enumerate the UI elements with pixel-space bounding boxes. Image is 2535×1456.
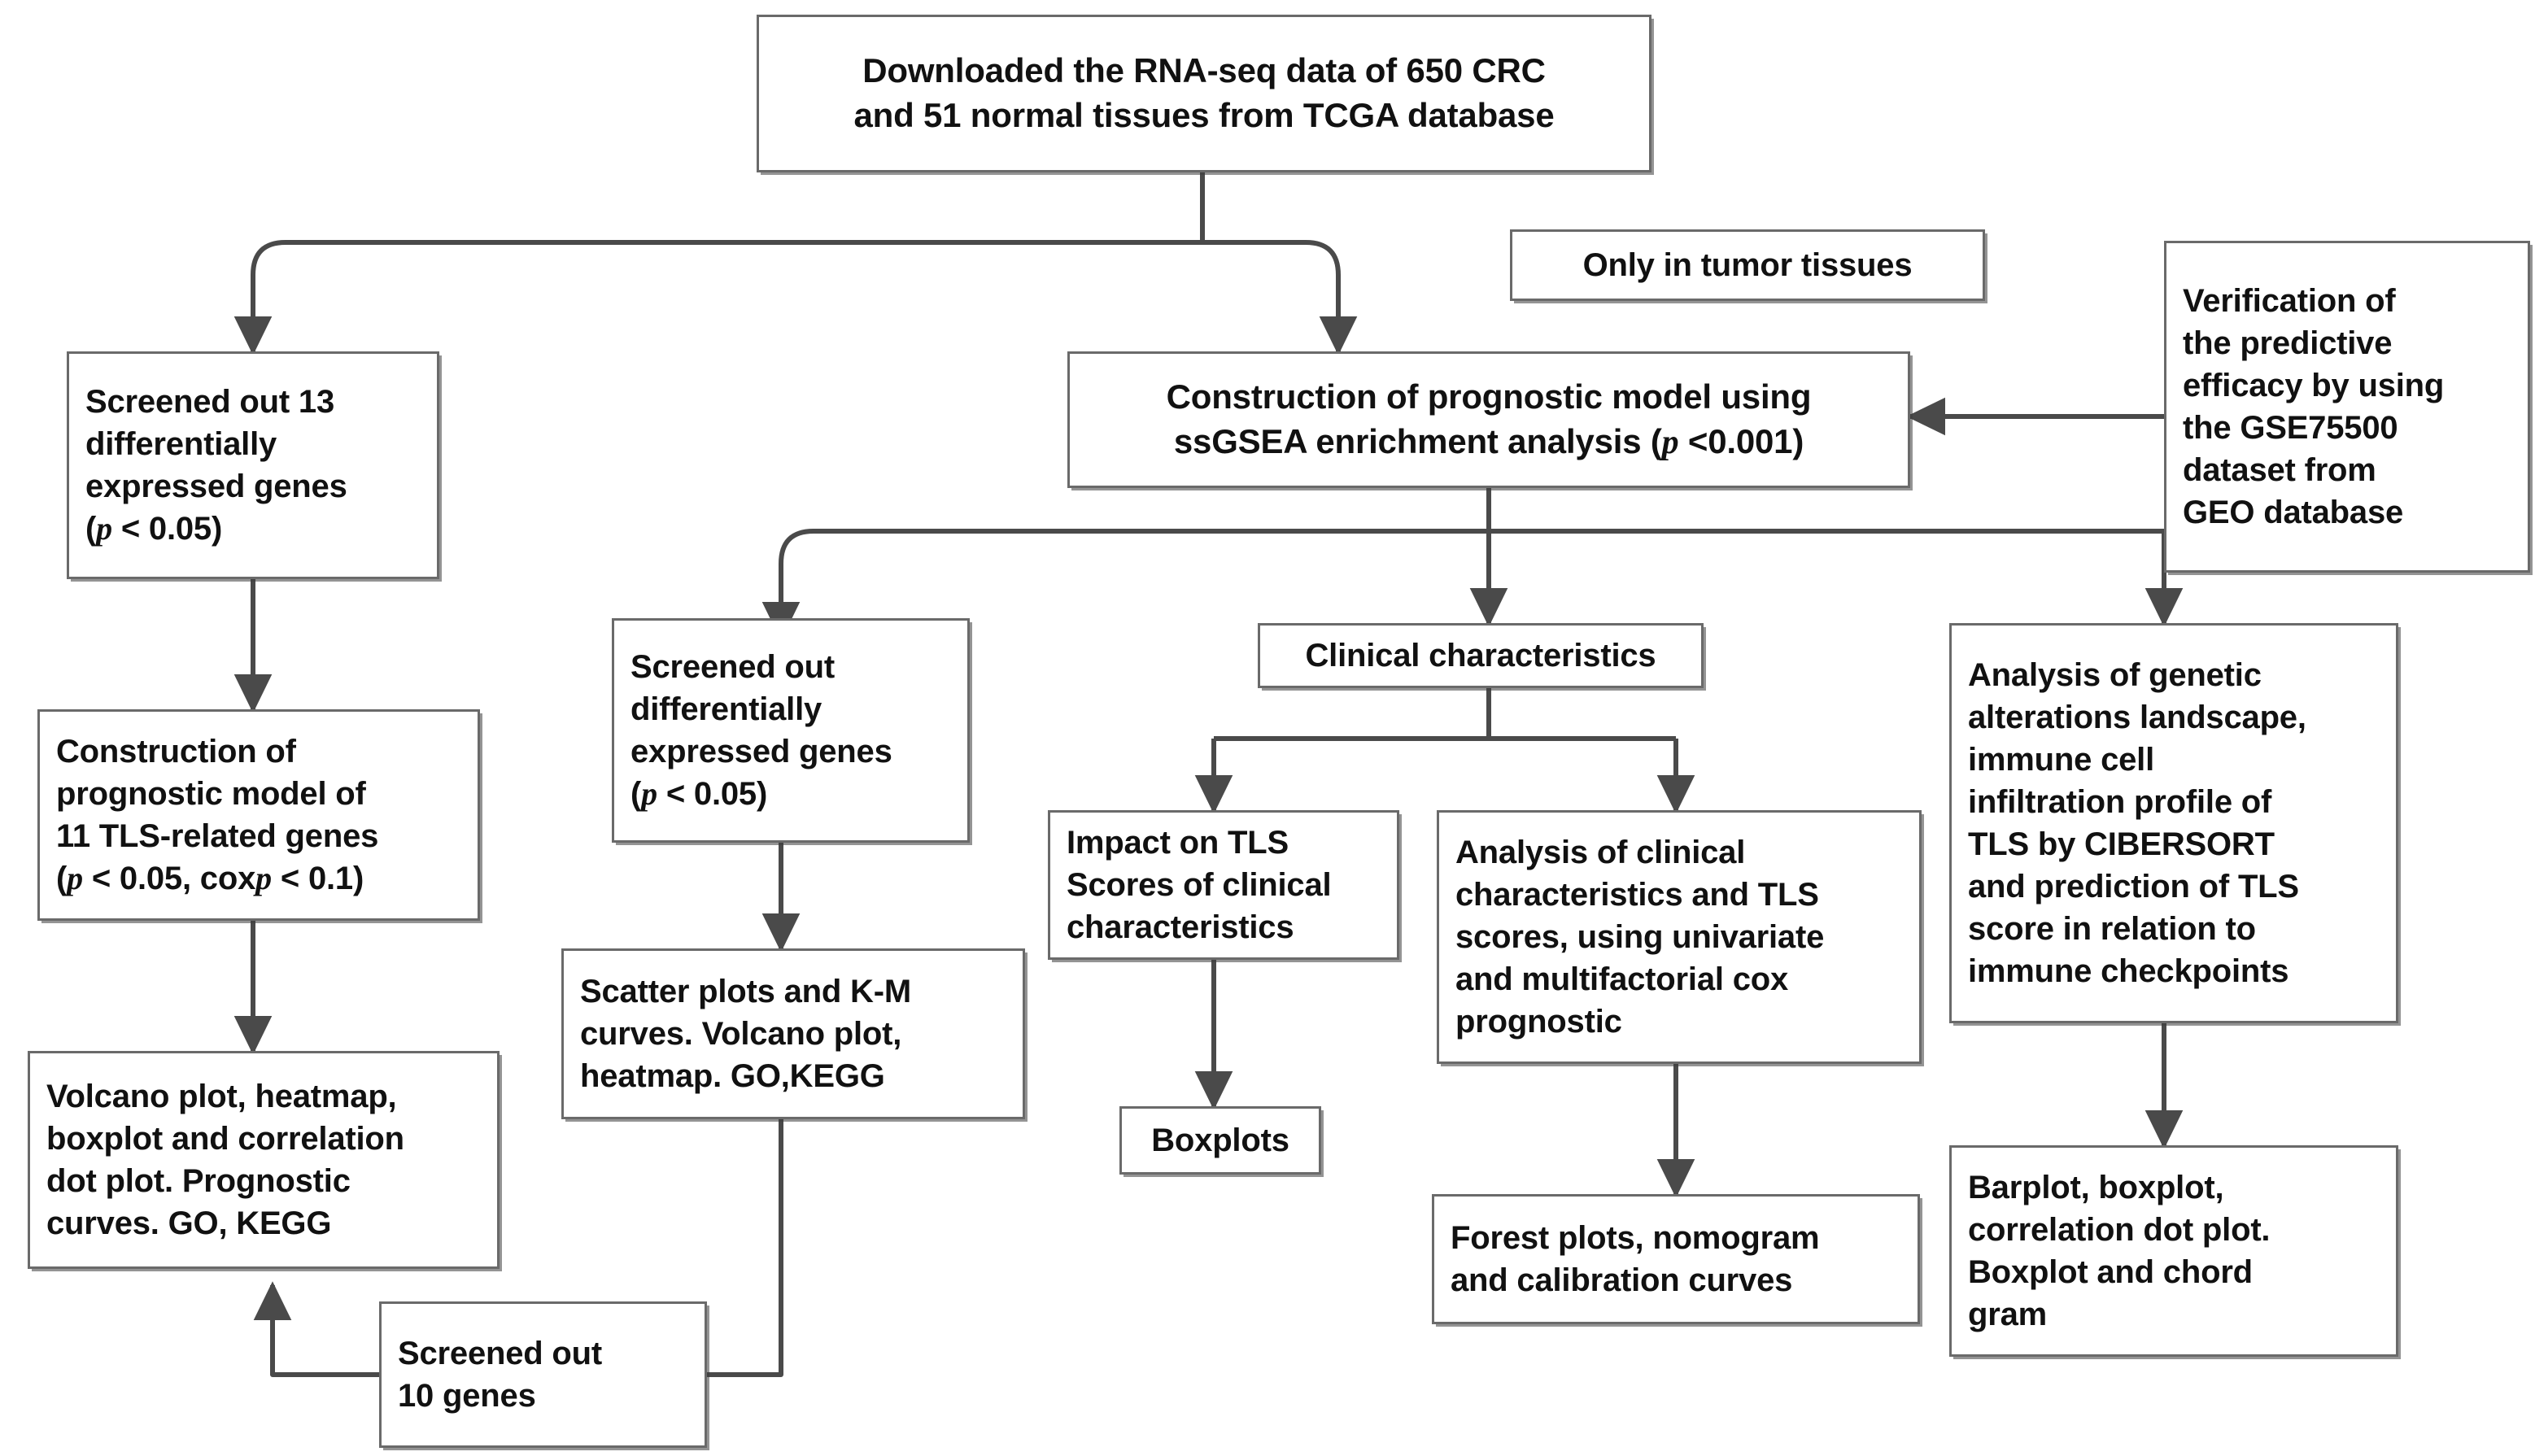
wire-bus2: [779, 529, 2164, 565]
node-screened-10-genes-label: Screened out 10 genes: [398, 1336, 602, 1414]
node-impact-on-tls-scores[interactable]: Impact on TLS Scores of clinical charact…: [1048, 810, 1399, 960]
node-scatter-km-outputs[interactable]: Scatter plots and K-M curves. Volcano pl…: [561, 948, 1025, 1119]
node-boxplots[interactable]: Boxplots: [1119, 1106, 1321, 1175]
node-genetic-analysis[interactable]: Analysis of genetic alterations landscap…: [1949, 623, 2398, 1023]
node-clinical-characteristics-label: Clinical characteristics: [1305, 638, 1656, 674]
node-volcano-outputs-left-label: Volcano plot, heatmap, boxplot and corre…: [46, 1079, 404, 1241]
node-scatter-km-outputs-label: Scatter plots and K-M curves. Volcano pl…: [580, 974, 911, 1094]
node-only-tumor-label: Only in tumor tissues: [1582, 247, 1913, 283]
node-barplot-chord[interactable]: Barplot, boxplot, correlation dot plot. …: [1949, 1145, 2398, 1357]
wire-bus1: [251, 240, 1341, 276]
node-forest-plots[interactable]: Forest plots, nomogram and calibration c…: [1432, 1194, 1920, 1324]
node-source-data-label: Downloaded the RNA-seq data of 650 CRC a…: [853, 51, 1555, 134]
node-verification-label: Verification of the predictive efficacy …: [2183, 283, 2445, 530]
node-impact-on-tls-scores-label: Impact on TLS Scores of clinical charact…: [1067, 825, 1332, 945]
node-boxplots-label: Boxplots: [1151, 1123, 1289, 1158]
node-screened-10-genes[interactable]: Screened out 10 genes: [379, 1301, 707, 1448]
node-source-data[interactable]: Downloaded the RNA-seq data of 650 CRC a…: [757, 15, 1651, 172]
node-forest-plots-label: Forest plots, nomogram and calibration c…: [1451, 1220, 1820, 1298]
node-volcano-outputs-left[interactable]: Volcano plot, heatmap, boxplot and corre…: [28, 1051, 500, 1269]
wire-screened10-to-volcano: [253, 1281, 379, 1377]
node-genetic-analysis-label: Analysis of genetic alterations landscap…: [1968, 657, 2306, 989]
node-barplot-chord-label: Barplot, boxplot, correlation dot plot. …: [1968, 1170, 2271, 1332]
node-only-tumor[interactable]: Only in tumor tissues: [1510, 229, 1985, 301]
node-clinical-characteristics[interactable]: Clinical characteristics: [1258, 623, 1704, 688]
node-analysis-cox[interactable]: Analysis of clinical characteristics and…: [1437, 810, 1922, 1064]
node-analysis-cox-label: Analysis of clinical characteristics and…: [1455, 835, 1825, 1040]
node-verification[interactable]: Verification of the predictive efficacy …: [2164, 241, 2530, 573]
